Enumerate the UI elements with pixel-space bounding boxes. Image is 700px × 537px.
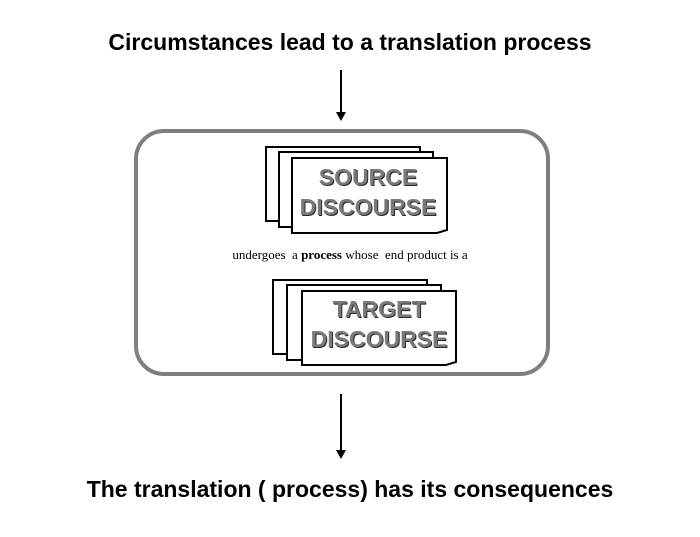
- source-label-line1: SOURCE: [318, 164, 418, 190]
- top-caption: Circumstances lead to a translation proc…: [108, 29, 592, 55]
- target-document-stack: [272, 279, 457, 366]
- process-description: undergoes a process whose end product is…: [150, 247, 550, 263]
- target-label: TARGET DISCOURSE: [297, 294, 461, 354]
- source-page-front: [291, 157, 448, 234]
- target-page-front: [301, 290, 457, 366]
- process-description-after: whose end product is a: [342, 247, 468, 262]
- target-label-line1: TARGET: [332, 296, 426, 322]
- top-arrow: [336, 70, 346, 121]
- bottom-arrow: [336, 394, 346, 459]
- process-keyword: process: [301, 247, 342, 262]
- process-description-before: undergoes a: [232, 247, 302, 262]
- target-label-line2: DISCOURSE: [310, 326, 448, 352]
- bottom-caption: The translation ( process) has its conse…: [86, 476, 614, 502]
- source-document-stack: [265, 146, 448, 234]
- source-label: SOURCE DISCOURSE: [288, 162, 448, 222]
- source-label-line2: DISCOURSE: [299, 194, 437, 220]
